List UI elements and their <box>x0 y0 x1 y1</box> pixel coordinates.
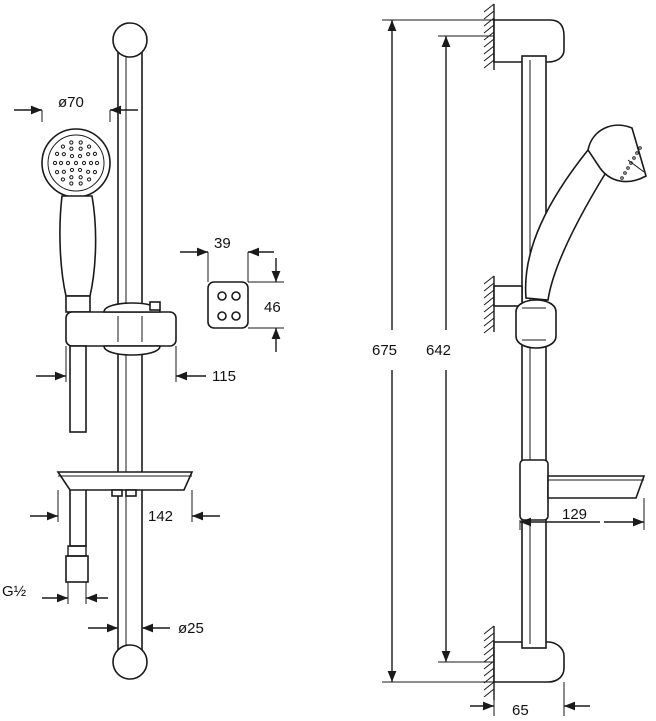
nozzle <box>60 177 66 182</box>
nozzle <box>73 160 79 166</box>
top-end-cap <box>112 22 148 58</box>
dim-soap-dish-width: 142 <box>148 508 173 525</box>
nozzle <box>69 146 74 151</box>
wall-hatch-line <box>483 289 495 299</box>
wall-hatch-line <box>483 59 495 69</box>
side-nozzle <box>635 151 639 155</box>
wall-hatch-line <box>483 10 495 20</box>
side-view <box>483 3 647 700</box>
dim-overall-length: 675 <box>372 342 397 359</box>
shower-head-face <box>41 128 111 198</box>
nozzle <box>69 175 74 180</box>
wall-hatch-line <box>483 324 495 334</box>
soap-dish <box>56 471 194 497</box>
wall-hatch-line <box>483 282 495 292</box>
wall-hatch-line <box>483 17 495 27</box>
nozzle <box>54 170 60 175</box>
wall-hatch-line <box>483 646 495 656</box>
wall-hatch-line <box>483 275 495 285</box>
bottom-end-cap <box>112 644 148 680</box>
nozzle <box>58 160 64 166</box>
dim-thread: G½ <box>2 583 27 600</box>
wall-hatch-line <box>483 24 495 34</box>
dim-holder-width: 39 <box>214 235 231 252</box>
nozzle <box>77 153 83 159</box>
dim-rail-diameter: ø25 <box>178 620 204 637</box>
nozzle <box>69 167 75 173</box>
wall-hatch-line <box>483 653 495 663</box>
side-nozzle <box>632 156 636 160</box>
dim-holder-height: 46 <box>264 299 281 316</box>
dim-rail-length: 642 <box>426 342 451 359</box>
nozzle <box>69 153 75 159</box>
side-nozzle <box>626 166 630 170</box>
nozzle <box>69 140 74 145</box>
dim-wall-bracket-depth: 65 <box>512 702 529 719</box>
wall-hatch-line <box>483 667 495 677</box>
wall-hatch-line <box>483 303 495 313</box>
nozzle <box>77 167 83 173</box>
side-nozzle <box>623 171 627 175</box>
wall-hatch-line <box>483 681 495 691</box>
dim-slider-depth: 115 <box>212 368 236 385</box>
nozzle <box>81 160 87 166</box>
holder-part <box>207 281 249 329</box>
slider-holder <box>65 301 177 356</box>
nozzle <box>78 140 83 145</box>
wall-top <box>483 3 495 70</box>
nozzle <box>78 175 83 180</box>
nozzle <box>86 144 92 149</box>
wall-hatch-line <box>483 625 495 635</box>
wall-bottom <box>483 625 495 700</box>
nozzle <box>94 160 100 166</box>
wall-hatch-line <box>483 45 495 55</box>
hand-shower <box>41 128 111 313</box>
hose-connector <box>65 555 89 583</box>
nozzle <box>86 177 92 182</box>
front-dimensions: ø70 39 46 115 142 G½ ø25 <box>2 94 284 637</box>
side-rail <box>521 55 547 649</box>
nozzle <box>78 181 83 186</box>
wall-hatch-line <box>483 38 495 48</box>
dim-dish-depth: 129 <box>562 506 587 523</box>
wall-hatch-line <box>483 639 495 649</box>
nozzle <box>65 160 71 166</box>
side-hand-shower <box>524 124 647 301</box>
wall-hatch-line <box>483 310 495 320</box>
side-dimensions: 675 642 129 65 <box>372 19 645 719</box>
bottom-wall-bracket <box>493 641 565 683</box>
top-wall-bracket <box>493 19 565 63</box>
nozzle <box>92 151 98 156</box>
side-nozzle <box>638 146 642 150</box>
nozzle <box>88 160 94 166</box>
nozzle <box>69 181 74 186</box>
wall-middle <box>483 275 495 334</box>
wall-hatch-line <box>483 52 495 62</box>
wall-hatch-line <box>483 3 495 13</box>
nozzle <box>52 160 58 166</box>
nozzle <box>54 151 60 156</box>
nozzle <box>61 169 66 174</box>
side-soap-dish <box>519 459 646 521</box>
side-slider <box>515 299 557 349</box>
side-nozzle <box>629 161 633 165</box>
nozzle <box>86 169 91 174</box>
hose <box>69 345 87 433</box>
dim-head-diameter: ø70 <box>58 94 84 111</box>
nozzle <box>61 152 66 157</box>
wall-hatch-line <box>483 317 495 327</box>
nozzle <box>60 144 66 149</box>
shower-handle <box>59 195 97 297</box>
wall-hatch-line <box>483 688 495 698</box>
side-nozzle <box>620 176 624 180</box>
nozzle <box>92 170 98 175</box>
wall-hatch-line <box>483 632 495 642</box>
wall-hatch-line <box>483 296 495 306</box>
nozzle <box>86 152 91 157</box>
nozzle <box>78 146 83 151</box>
front-view <box>41 22 249 680</box>
